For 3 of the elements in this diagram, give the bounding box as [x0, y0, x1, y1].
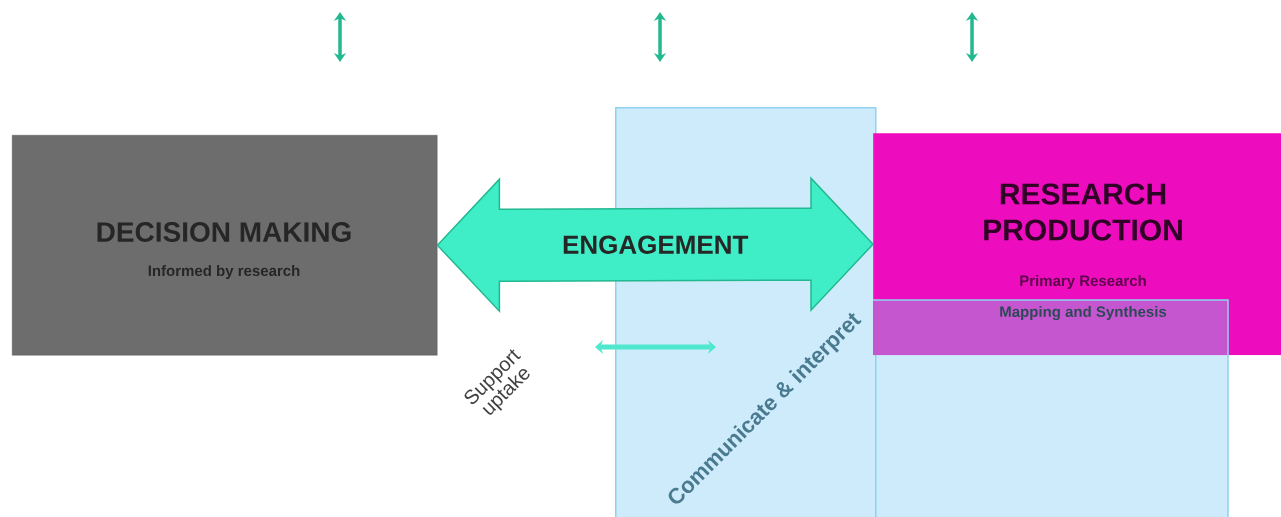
process-box: RESEARCH PRODUCTION Primary Research Mapping and Synthesis — [872, 133, 1281, 356]
edge-label: ENGAGEMENT — [563, 235, 749, 254]
process-box: DECISION MAKING Informed by research — [12, 135, 438, 356]
